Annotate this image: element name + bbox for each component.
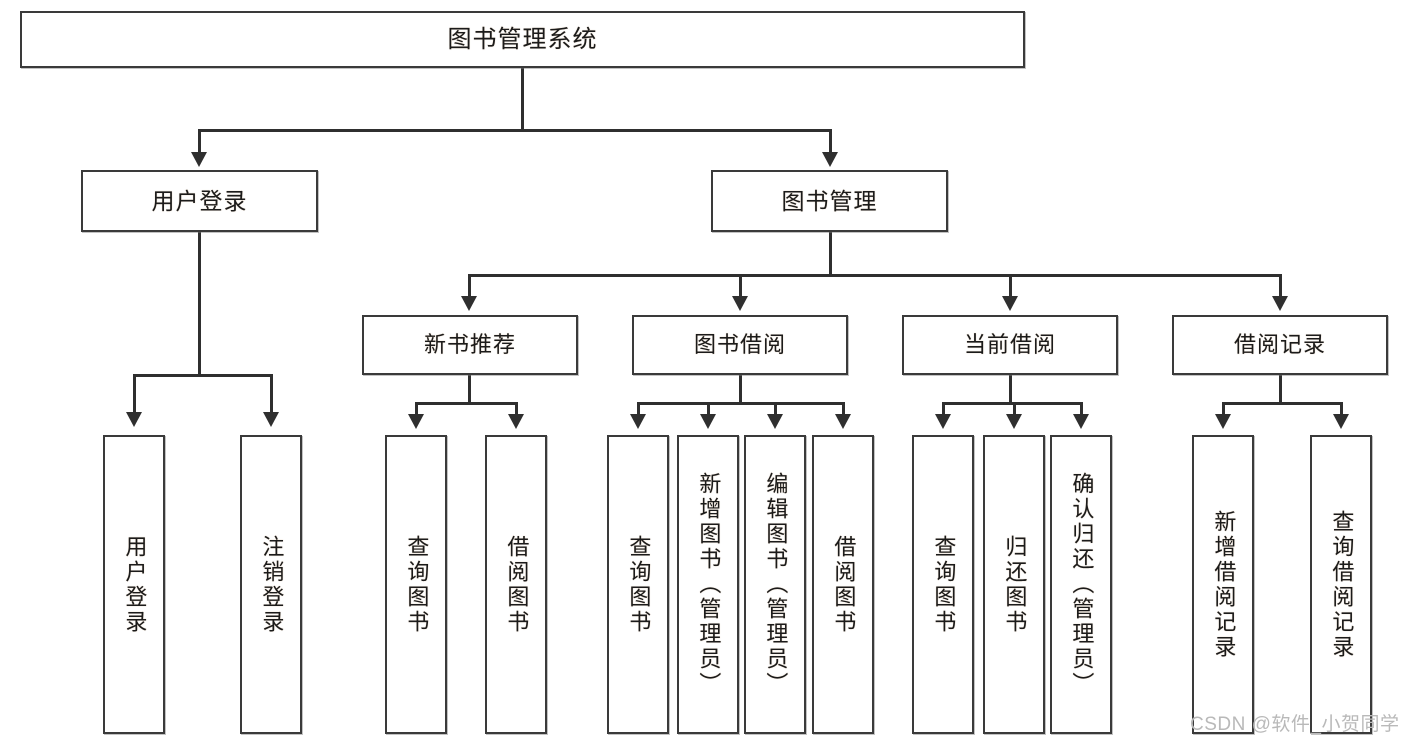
leaf-label: 编辑图书（管理员）: [763, 472, 789, 697]
leaf-borrow-lend-book[interactable]: 借阅图书: [812, 435, 874, 734]
connector-bookmgmt-bus: [468, 274, 1280, 277]
leaf-label: 查询借阅记录: [1329, 509, 1355, 660]
connector-to-borrow: [739, 274, 742, 298]
connector-newbook-stem: [468, 375, 471, 404]
connector-records-bus: [1222, 402, 1341, 405]
node-borrow-records[interactable]: 借阅记录: [1172, 315, 1388, 375]
connector-borrow-a: [637, 402, 640, 416]
leaf-label: 用户登录: [122, 534, 148, 635]
leaf-logout[interactable]: 注销登录: [240, 435, 302, 734]
node-label: 图书借阅: [693, 332, 786, 358]
node-book-management[interactable]: 图书管理: [711, 170, 948, 232]
node-root-system[interactable]: 图书管理系统: [20, 11, 1025, 68]
connector-newbook-a: [415, 402, 418, 416]
leaf-newbook-query-book[interactable]: 查询图书: [385, 435, 447, 734]
leaf-label: 查询图书: [626, 534, 652, 635]
arrow-to-current-borrow: [1002, 296, 1018, 311]
leaf-label: 归还图书: [1002, 534, 1028, 635]
connector-borrow-c: [774, 402, 777, 416]
node-user-login[interactable]: 用户登录: [81, 170, 318, 232]
leaf-label: 查询图书: [931, 534, 957, 635]
connector-current-a: [942, 402, 945, 416]
leaf-current-confirm-return-admin[interactable]: 确认归还（管理员）: [1050, 435, 1112, 734]
node-label: 当前借阅: [963, 332, 1056, 358]
leaf-newbook-borrow-book[interactable]: 借阅图书: [485, 435, 547, 734]
connector-current-stem: [1009, 375, 1012, 404]
connector-borrow-b: [707, 402, 710, 416]
connector-root-bus: [198, 129, 831, 132]
arrow-borrow-query: [630, 414, 646, 429]
arrow-newbook-query: [408, 414, 424, 429]
node-label: 图书管理系统: [447, 25, 598, 53]
connector-login-to-leaf1: [133, 374, 136, 414]
arrow-to-leaf-logout: [263, 412, 279, 427]
leaf-borrow-add-book-admin[interactable]: 新增图书（管理员）: [677, 435, 739, 734]
leaf-current-query-book[interactable]: 查询图书: [912, 435, 974, 734]
node-new-book-recommend[interactable]: 新书推荐: [362, 315, 578, 375]
arrow-to-leaf-user-login: [126, 412, 142, 427]
connector-to-newbook: [468, 274, 471, 298]
connector-root-to-bookmgmt: [829, 129, 832, 154]
leaf-label: 新增借阅记录: [1211, 509, 1237, 660]
leaf-label: 确认归还（管理员）: [1069, 472, 1095, 697]
connector-root-to-login: [198, 129, 201, 154]
leaf-label: 借阅图书: [504, 534, 530, 635]
node-label: 用户登录: [151, 187, 248, 214]
connector-borrow-d: [842, 402, 845, 416]
leaf-current-return-book[interactable]: 归还图书: [983, 435, 1045, 734]
connector-login-bus: [133, 374, 271, 377]
leaf-label: 注销登录: [259, 534, 285, 635]
arrow-to-borrow-records: [1272, 296, 1288, 311]
leaf-records-query-record[interactable]: 查询借阅记录: [1310, 435, 1372, 734]
leaf-borrow-edit-book-admin[interactable]: 编辑图书（管理员）: [744, 435, 806, 734]
arrow-records-add: [1215, 414, 1231, 429]
csdn-watermark: CSDN @软件_小贺同学: [1190, 714, 1400, 735]
leaf-user-login[interactable]: 用户登录: [103, 435, 165, 734]
node-current-borrow[interactable]: 当前借阅: [902, 315, 1118, 375]
connector-records-a: [1222, 402, 1225, 416]
arrow-borrow-edit: [767, 414, 783, 429]
connector-newbook-bus: [415, 402, 516, 405]
arrow-to-user-login: [191, 152, 207, 167]
connector-borrow-stem: [739, 375, 742, 404]
node-label: 图书管理: [781, 187, 878, 214]
leaf-records-add-record[interactable]: 新增借阅记录: [1192, 435, 1254, 734]
connector-current-bus: [942, 402, 1081, 405]
connector-records-stem: [1279, 375, 1282, 404]
arrow-records-query: [1333, 414, 1349, 429]
node-label: 新书推荐: [423, 332, 516, 358]
leaf-label: 新增图书（管理员）: [696, 472, 722, 697]
connector-borrow-bus: [637, 402, 843, 405]
leaf-label: 查询图书: [404, 534, 430, 635]
leaf-borrow-query-book[interactable]: 查询图书: [607, 435, 669, 734]
node-book-borrow[interactable]: 图书借阅: [632, 315, 848, 375]
connector-to-current: [1009, 274, 1012, 298]
connector-to-records: [1279, 274, 1282, 298]
connector-records-b: [1340, 402, 1343, 416]
connector-root-stem: [521, 68, 524, 131]
arrow-newbook-borrow: [508, 414, 524, 429]
arrow-to-new-book-recommend: [461, 296, 477, 311]
arrow-current-confirm: [1073, 414, 1089, 429]
arrow-to-book-management: [822, 152, 838, 167]
connector-bookmgmt-stem: [829, 232, 832, 276]
arrow-current-query: [935, 414, 951, 429]
connector-current-b: [1013, 402, 1016, 416]
connector-login-to-leaf2: [270, 374, 273, 414]
arrow-borrow-add: [700, 414, 716, 429]
arrow-current-return: [1006, 414, 1022, 429]
arrow-to-book-borrow: [732, 296, 748, 311]
connector-login-stem: [198, 232, 201, 376]
leaf-label: 借阅图书: [831, 534, 857, 635]
node-label: 借阅记录: [1233, 332, 1326, 358]
connector-current-c: [1080, 402, 1083, 416]
arrow-borrow-lend: [835, 414, 851, 429]
connector-newbook-b: [515, 402, 518, 416]
